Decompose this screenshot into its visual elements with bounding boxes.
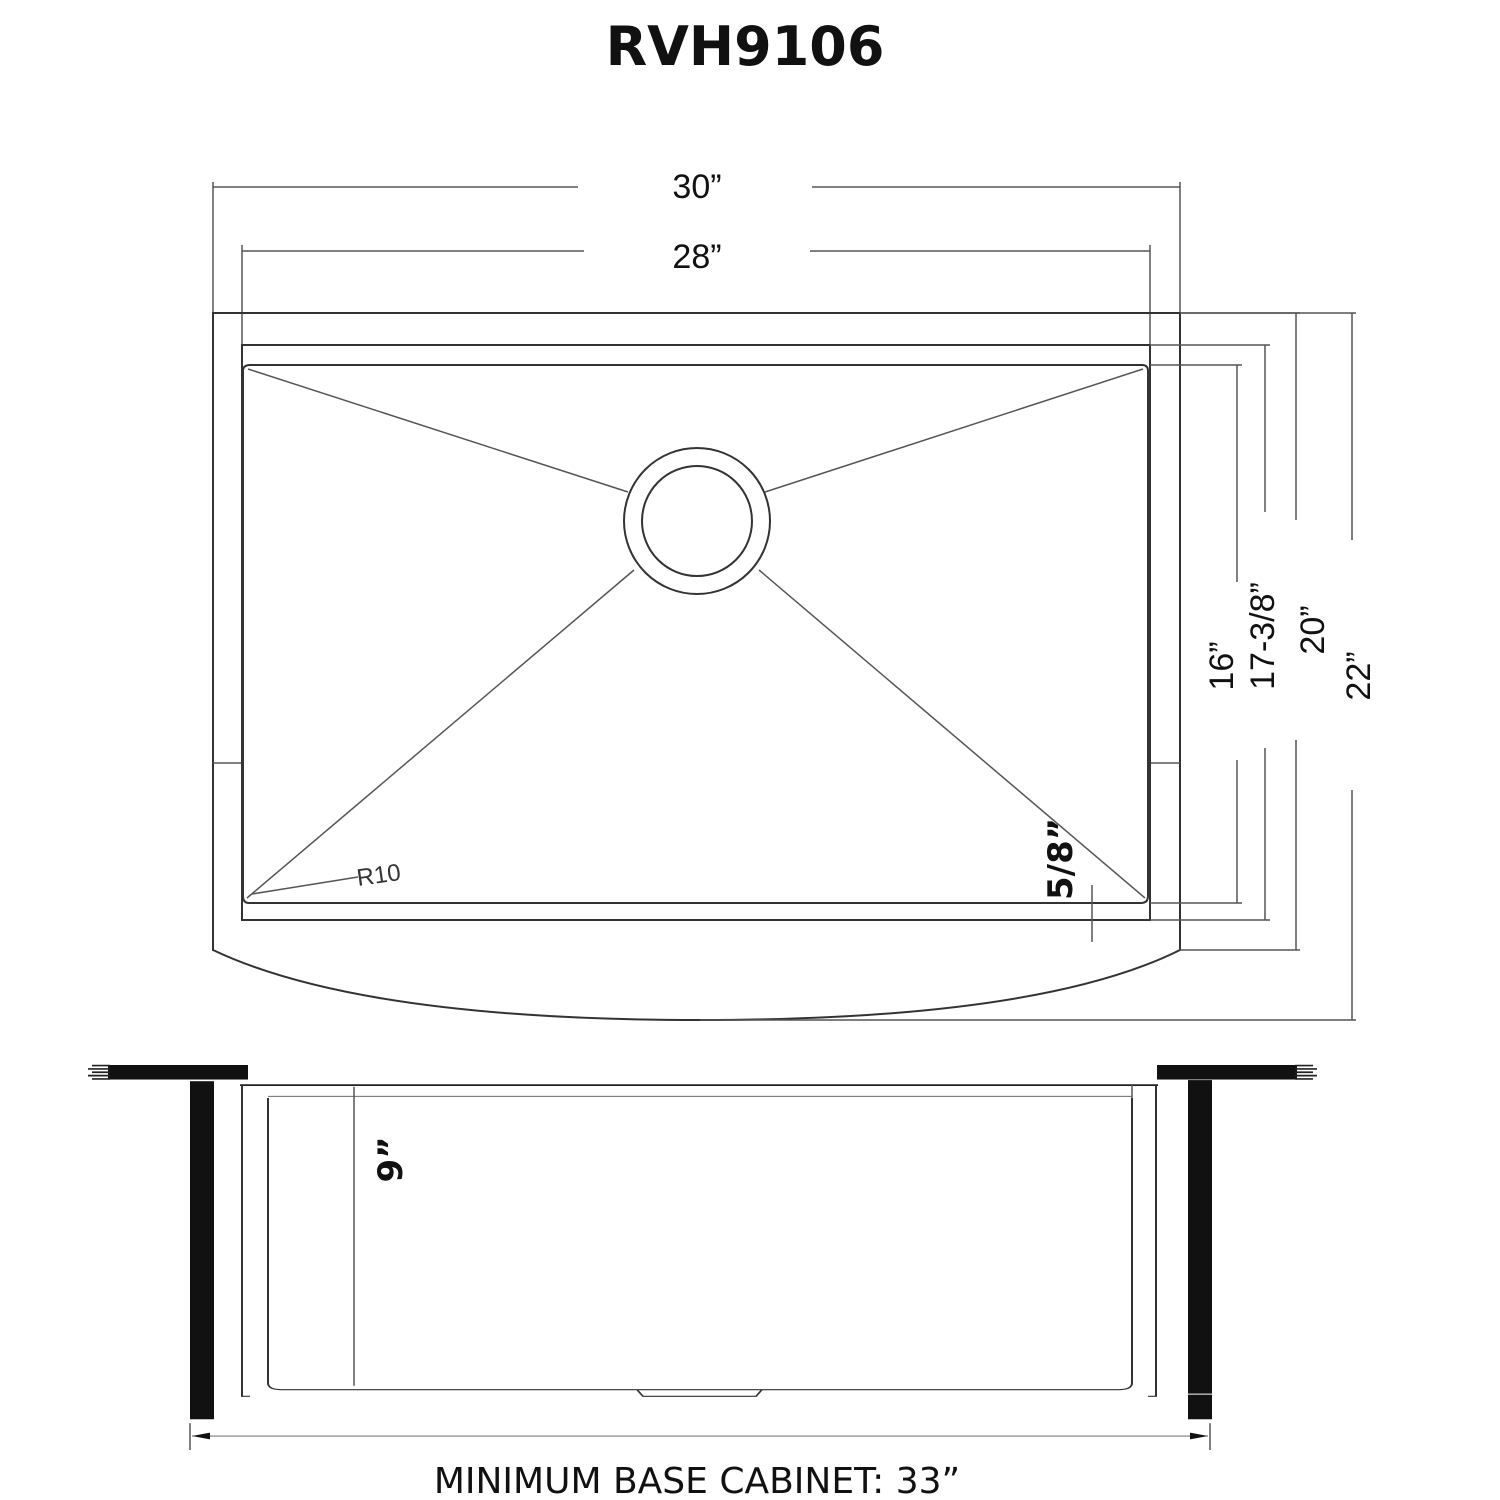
dimension-label-9: 9” (371, 1136, 411, 1182)
dimension-label-28: 28” (672, 238, 721, 276)
cabinet-wall-left (190, 1081, 214, 1420)
countertop-right (1157, 1064, 1317, 1080)
cabinet-wall-right (1188, 1080, 1212, 1420)
depth-dimension-22: 22” (700, 312, 1378, 1021)
depth-dimension-17-3-8: 17-3/8” (1150, 344, 1282, 921)
minimum-cabinet-caption: MINIMUM BASE CABINET: 33” (434, 1461, 960, 1500)
dimension-label-30: 30” (672, 168, 721, 206)
cabinet-width-dimension (189, 1423, 1211, 1451)
sink-front-apron-right (1148, 1085, 1157, 1397)
sink-side-view (88, 1064, 1317, 1420)
sink-bowl-side (267, 1097, 1133, 1391)
drain-outer-ring (623, 447, 771, 595)
dimension-label-20: 20” (1294, 605, 1332, 654)
depth-dimension-16: 16” (1150, 364, 1242, 904)
sink-bowl-outline (242, 364, 1149, 904)
sink-top-view: R10 5/8” (212, 312, 1181, 1022)
sink-outer-outline (212, 312, 1181, 1022)
slope-line-top-right (764, 368, 1144, 493)
sink-rim (241, 344, 1151, 921)
slope-line-top-left (247, 368, 629, 493)
width-dimension-30: 30” (212, 168, 1181, 312)
sink-front-apron-left (241, 1085, 250, 1397)
model-title: RVH9106 (606, 15, 885, 78)
countertop-left (88, 1064, 248, 1080)
side-drain (636, 1389, 763, 1397)
drain-inner-ring (641, 465, 753, 577)
dimension-label-22: 22” (1340, 651, 1378, 700)
width-dimension-28: 28” (241, 238, 1151, 345)
rim-offset-label: 5/8” (1041, 818, 1081, 900)
corner-radius-label: R10 (355, 859, 402, 892)
dimension-label-17-3-8: 17-3/8” (1244, 582, 1282, 690)
slope-line-bottom-right (758, 569, 1146, 899)
slope-line-bottom-left (246, 569, 635, 899)
dimension-label-16: 16” (1203, 641, 1241, 690)
